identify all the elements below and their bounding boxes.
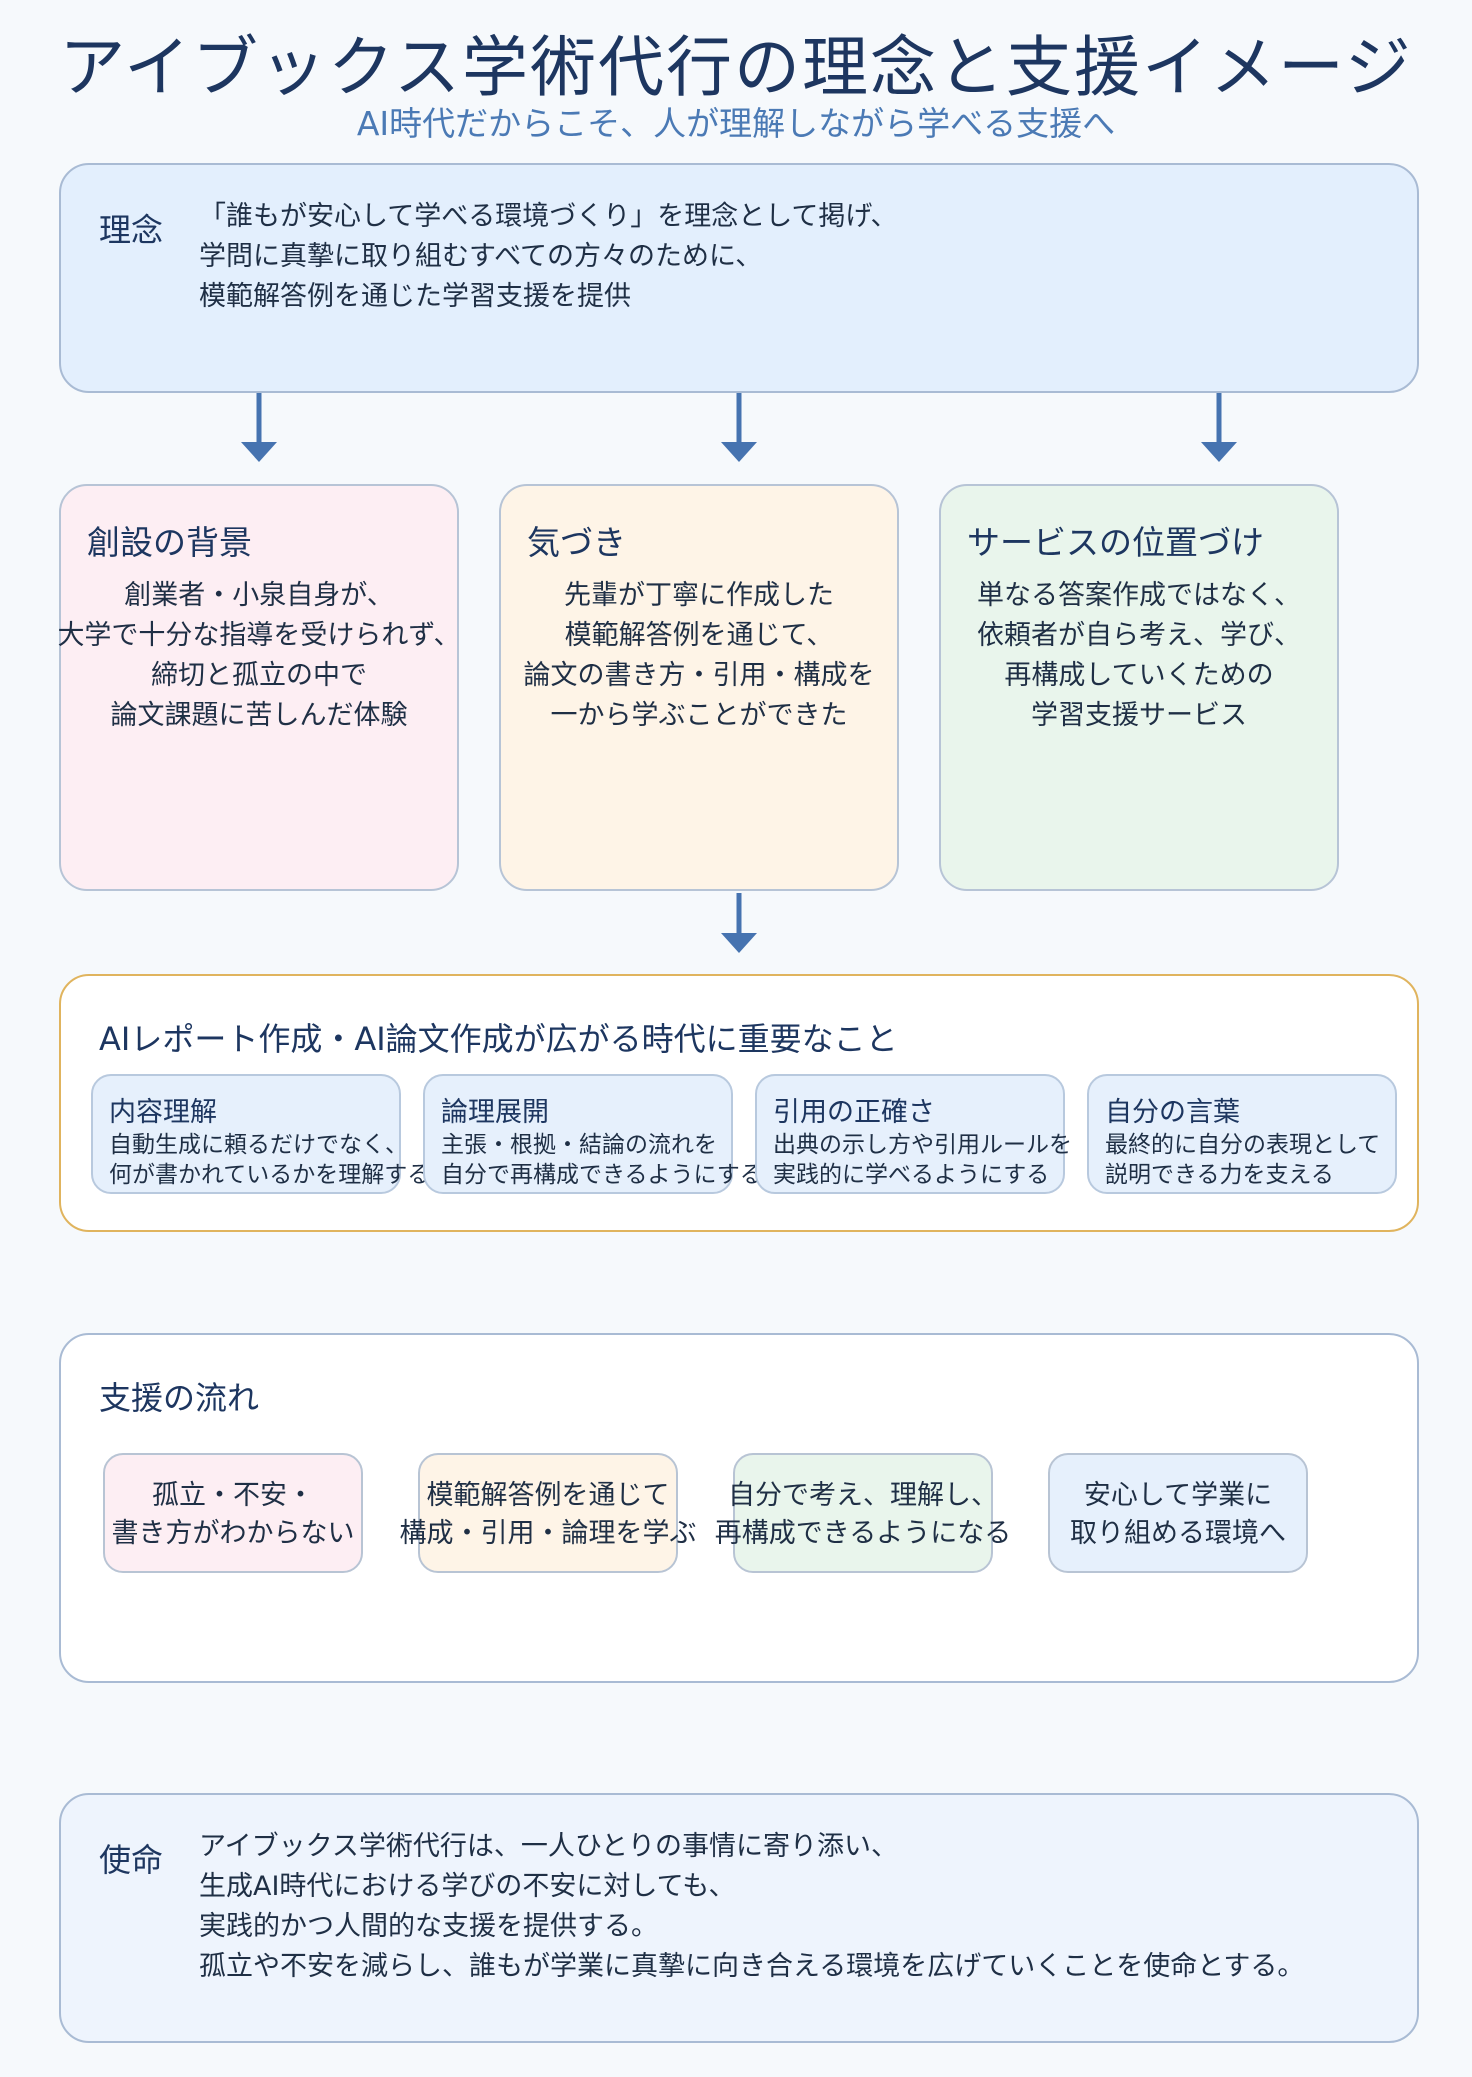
arrow-down-icon [721,393,757,462]
point-card-content: 内容理解 自動生成に頼るだけでなく、 何が書かれているかを理解する [91,1074,430,1194]
flow-line: 模範解答例を通じて [426,1480,670,1511]
point-card-own-words: 自分の言葉 最終的に自分の表現として 説明できる力を支える [1087,1074,1397,1194]
flow-line: 構成・引用・論理を学ぶ [399,1518,697,1549]
point-line: 自動生成に頼るだけでなく、 [109,1132,408,1158]
point-body: 主張・根拠・結論の流れを 自分で再構成できるようにする [441,1130,763,1190]
point-body: 自動生成に頼るだけでなく、 何が書かれているかを理解する [109,1130,430,1190]
philosophy-line: 「誰もが安心して学べる環境づくり」を理念として掲げ、 [199,201,898,232]
arrow-down-icon [1201,393,1237,462]
point-title: 内容理解 [109,1097,217,1128]
flow-step-text: 模範解答例を通じて 構成・引用・論理を学ぶ [396,1477,700,1553]
card-line: 単なる答案作成ではなく、 [977,580,1301,611]
mission-panel: 使命 アイブックス学術代行は、一人ひとりの事情に寄り添い、 生成AI時代における… [59,1793,1419,2043]
card-title: 気づき [527,523,626,562]
mission-label: 使命 [99,1841,164,1879]
flow-title: 支援の流れ [99,1379,260,1417]
point-line: 出典の示し方や引用ルールを [773,1132,1072,1158]
page-subtitle: AI時代だからこそ、人が理解しながら学べる支援へ [356,104,1116,143]
card-line: 一から学ぶことができた [550,700,848,731]
mission-line: 生成AI時代における学びの不安に対しても、 [199,1871,736,1902]
card-line: 模範解答例を通じて、 [564,620,834,651]
insight-card: 気づき 先輩が丁寧に作成した 模範解答例を通じて、 論文の書き方・引用・構成を … [499,484,899,891]
flow-line: 再構成できるようになる [714,1518,1012,1549]
mission-line: 孤立や不安を減らし、誰もが学業に真摯に向き合える環境を広げていくことを使命とする… [199,1951,1305,1982]
flow-step-text: 孤立・不安・ 書き方がわからない [81,1477,385,1553]
arrow-down-icon [241,393,277,462]
card-line: 大学で十分な指導を受けられず、 [57,620,461,651]
card-line: 論文の書き方・引用・構成を [523,660,875,691]
point-line: 何が書かれているかを理解する [109,1162,431,1188]
card-body: 創業者・小泉自身が、 大学で十分な指導を受けられず、 締切と孤立の中で 論文課題… [41,576,477,736]
card-body: 単なる答案作成ではなく、 依頼者が自ら考え、学び、 再構成していくための 学習支… [921,576,1357,736]
flow-line: 書き方がわからない [111,1518,355,1549]
background-card: 創設の背景 創業者・小泉自身が、 大学で十分な指導を受けられず、 締切と孤立の中… [57,484,461,891]
flow-step-understand: 自分で考え、理解し、 再構成できるようになる [715,1453,1011,1573]
positioning-card: サービスの位置づけ 単なる答案作成ではなく、 依頼者が自ら考え、学び、 再構成し… [939,484,1339,891]
flow-step-environment: 安心して学業に 取り組める環境へ [1048,1453,1308,1573]
flow-step-learn: 模範解答例を通じて 構成・引用・論理を学ぶ [400,1453,697,1573]
flow-step-text: 自分で考え、理解し、 再構成できるようになる [711,1477,1015,1553]
point-title: 引用の正確さ [773,1097,935,1128]
card-line: 先輩が丁寧に作成した [564,580,834,611]
philosophy-label: 理念 [99,211,164,249]
point-card-citation: 引用の正確さ 出典の示し方や引用ルールを 実践的に学べるようにする [755,1074,1072,1194]
philosophy-panel: 理念 「誰もが安心して学べる環境づくり」を理念として掲げ、 学問に真摯に取り組む… [59,163,1419,393]
mission-text: アイブックス学術代行は、一人ひとりの事情に寄り添い、 生成AI時代における学びの… [199,1827,1304,1987]
point-card-logic: 論理展開 主張・根拠・結論の流れを 自分で再構成できるようにする [423,1074,763,1194]
card-line: 論文課題に苦しんだ体験 [110,700,408,731]
mission-line: アイブックス学術代行は、一人ひとりの事情に寄り添い、 [199,1831,899,1862]
philosophy-line: 学問に真摯に取り組むすべての方々のために、 [199,241,763,272]
point-line: 自分で再構成できるようにする [441,1162,763,1188]
page-title: アイブックス学術代行の理念と支援イメージ [59,29,1413,106]
point-body: 出典の示し方や引用ルールを 実践的に学べるようにする [773,1130,1072,1190]
point-title: 論理展開 [441,1097,549,1128]
flow-line: 孤立・不安・ [152,1480,314,1511]
importance-panel: AIレポート作成・AI論文作成が広がる時代に重要なこと 内容理解 自動生成に頼る… [59,974,1419,1232]
card-line: 学習支援サービス [1031,700,1247,731]
point-line: 最終的に自分の表現として [1105,1132,1381,1158]
card-title: 創設の背景 [87,523,252,562]
card-line: 再構成していくための [1004,660,1274,691]
flow-line: 取り組める環境へ [1070,1518,1286,1549]
card-line: 依頼者が自ら考え、学び、 [977,620,1301,651]
point-line: 説明できる力を支える [1105,1162,1334,1188]
point-line: 主張・根拠・結論の流れを [441,1132,717,1158]
mission-line: 実践的かつ人間的な支援を提供する。 [199,1911,658,1942]
flow-line: 自分で考え、理解し、 [728,1480,998,1511]
philosophy-text: 「誰もが安心して学べる環境づくり」を理念として掲げ、 学問に真摯に取り組むすべて… [199,197,898,317]
flow-step-isolation: 孤立・不安・ 書き方がわからない [103,1453,363,1573]
point-title: 自分の言葉 [1105,1097,1240,1128]
flow-step-text: 安心して学業に 取り組める環境へ [1026,1477,1330,1553]
card-line: 締切と孤立の中で [151,660,367,691]
card-title: サービスの位置づけ [967,523,1264,562]
philosophy-line: 模範解答例を通じた学習支援を提供 [199,281,631,312]
card-body: 先輩が丁寧に作成した 模範解答例を通じて、 論文の書き方・引用・構成を 一から学… [481,576,917,736]
arrow-down-icon [721,893,757,953]
point-body: 最終的に自分の表現として 説明できる力を支える [1105,1130,1380,1190]
card-line: 創業者・小泉自身が、 [124,580,394,611]
point-line: 実践的に学べるようにする [773,1162,1050,1188]
importance-title: AIレポート作成・AI論文作成が広がる時代に重要なこと [99,1020,898,1058]
flow-line: 安心して学業に [1083,1480,1273,1511]
